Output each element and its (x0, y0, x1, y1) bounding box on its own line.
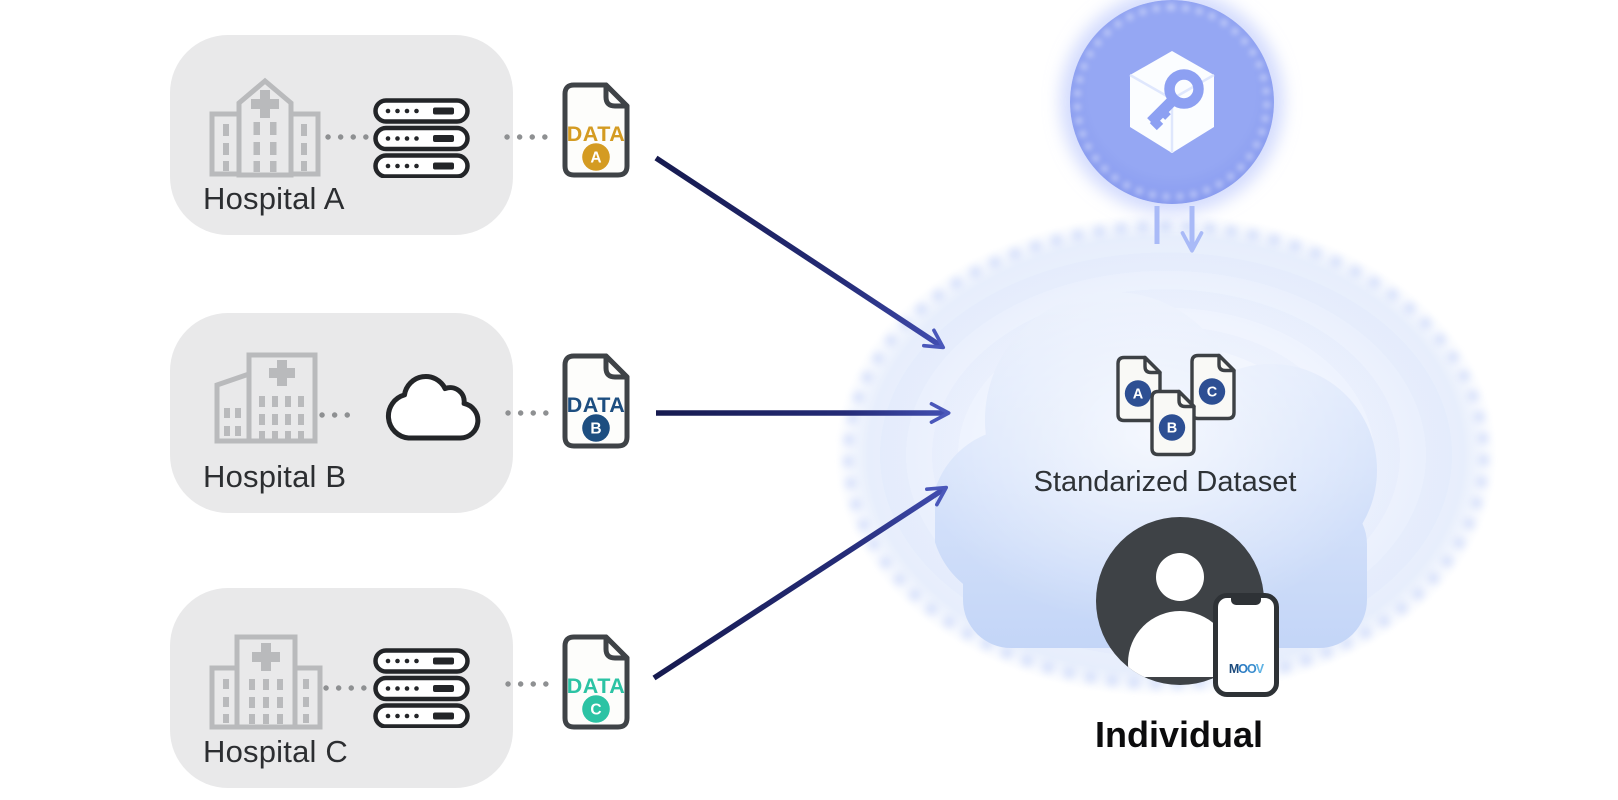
standardized-dataset-title: Standarized Dataset (1033, 466, 1297, 498)
server-stack-icon (373, 98, 470, 178)
moov-letter: O (1238, 662, 1248, 676)
data-file-a-badge (582, 143, 610, 171)
phone-notch (1231, 597, 1261, 605)
document-a-badge (1124, 380, 1152, 407)
data-file-a-text: DATA (567, 122, 626, 146)
hospital-c-label: Hospital C (203, 734, 348, 769)
moov-letter: M (1228, 662, 1239, 676)
dataset-document-b-icon: B (1150, 389, 1196, 457)
cube-key-icon (1129, 51, 1215, 153)
document-b-letter: B (1167, 421, 1177, 437)
data-file-c-letter: C (590, 702, 601, 719)
moov-logo: MOOV (1218, 662, 1274, 676)
data-file-b-icon: DATA B (562, 353, 630, 449)
data-file-c-text: DATA (567, 674, 626, 698)
hospital-building-icon (209, 77, 321, 178)
smartphone-icon: MOOV (1213, 593, 1279, 697)
avatar-head (1156, 553, 1204, 601)
data-key-circle (1070, 0, 1274, 204)
data-file-a-letter: A (590, 150, 601, 167)
hospital-building-icon (209, 634, 323, 730)
individual-label: Individual (1094, 714, 1263, 755)
moov-letter: V (1255, 662, 1264, 676)
server-stack-icon (373, 648, 470, 728)
document-c-badge (1198, 378, 1226, 405)
data-file-b-letter: B (590, 421, 601, 438)
hospital-building-icon (214, 352, 318, 444)
data-file-c-icon: DATA C (562, 634, 630, 730)
hospital-b-label: Hospital B (203, 459, 347, 494)
data-file-b-badge (582, 414, 610, 442)
data-file-a-icon: DATA A (562, 82, 630, 178)
hospital-a-label: Hospital A (203, 181, 345, 216)
data-file-c-badge (582, 695, 610, 723)
moov-letter: O (1247, 662, 1257, 676)
standardized-dataset-cloud (935, 292, 1377, 648)
document-a-letter: A (1133, 387, 1144, 403)
document-b-badge (1158, 414, 1186, 441)
document-c-letter: C (1207, 385, 1218, 401)
cloud-icon (386, 374, 481, 441)
dataset-document-a-icon: A (1116, 355, 1162, 423)
data-file-b-text: DATA (567, 393, 626, 417)
